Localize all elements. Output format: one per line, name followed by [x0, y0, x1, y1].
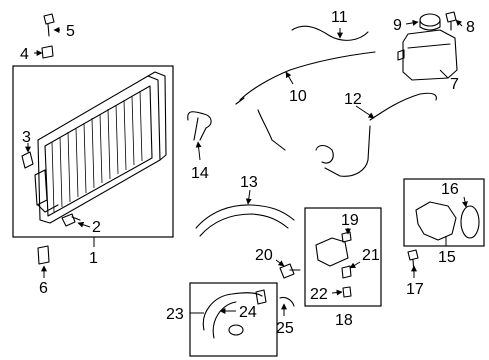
bolt-20-drawing: [279, 263, 301, 279]
callout-1: 1: [89, 250, 98, 267]
callout-9: 9: [393, 17, 402, 34]
callout-13: 13: [240, 174, 258, 191]
hose-11-drawing: [291, 25, 369, 41]
clamp-24-drawing: [228, 324, 244, 336]
reservoir-drawing: [397, 29, 458, 81]
hose-25-drawing: [279, 296, 295, 307]
leader-14: [195, 141, 202, 161]
callout-21: 21: [362, 247, 380, 264]
callout-7: 7: [450, 76, 459, 93]
callout-11: 11: [331, 9, 348, 26]
callout-8: 8: [466, 19, 475, 36]
hose-10-drawing: [239, 51, 376, 151]
leader-2: [77, 221, 91, 228]
leader-21: [349, 261, 361, 269]
cap-drawing: [419, 13, 441, 31]
clip-22-drawing: [342, 286, 352, 298]
leader-20: [275, 259, 285, 267]
radiator-drawing: [34, 71, 167, 224]
thermostat-group-box: [403, 178, 485, 247]
callout-3: 3: [22, 129, 31, 146]
callout-17: 17: [406, 281, 424, 298]
callout-20: 20: [255, 247, 273, 264]
leader-12: [355, 105, 375, 119]
callout-15: 15: [438, 249, 456, 266]
hose-12-drawing: [324, 92, 437, 177]
leader-8: [455, 19, 463, 27]
hose-12-fitting: [315, 144, 334, 164]
leader-16: [461, 196, 468, 208]
clip-19-drawing: [341, 231, 352, 243]
bushing-drawing: [37, 245, 50, 265]
hose-10-end: [235, 97, 245, 105]
hose-kit-group-box: [189, 282, 278, 357]
callout-6: 6: [39, 280, 48, 297]
callout-25: 25: [276, 320, 294, 337]
fitting-21-drawing: [341, 265, 352, 279]
callout-14: 14: [191, 165, 209, 182]
bolt-8-drawing: [445, 11, 457, 31]
callout-18: 18: [335, 312, 353, 329]
valve-group-box: [304, 207, 382, 307]
callout-23: 23: [166, 306, 184, 323]
bolt-17-drawing: [407, 249, 419, 273]
hose-14-drawing: [187, 111, 212, 141]
bolt-drawing: [43, 13, 55, 37]
callout-24: 24: [239, 304, 257, 321]
radiator-group-box: [12, 65, 174, 238]
callout-4: 4: [20, 46, 29, 63]
callout-19: 19: [341, 212, 359, 229]
hose-24-drawing: [202, 292, 263, 339]
callout-16: 16: [441, 181, 459, 198]
leader-9: [405, 19, 419, 26]
valve-body-drawing: [315, 237, 349, 267]
drain-plug-drawing: [61, 213, 81, 227]
callout-12: 12: [344, 91, 362, 108]
thermostat-housing-drawing: [415, 201, 457, 241]
leader-13: [245, 189, 252, 205]
hose-13-drawing: [195, 204, 295, 237]
callout-2: 2: [92, 219, 101, 236]
nut-drawing: [41, 45, 54, 59]
seal-ring-drawing: [460, 205, 480, 239]
grommet-drawing: [21, 151, 34, 169]
leader-22: [331, 289, 343, 296]
leader-10: [285, 71, 294, 85]
clip-24-drawing: [255, 289, 267, 305]
callout-10: 10: [289, 88, 307, 105]
leader-7: [439, 69, 449, 79]
callout-5: 5: [66, 23, 75, 40]
callout-22: 22: [310, 286, 328, 303]
